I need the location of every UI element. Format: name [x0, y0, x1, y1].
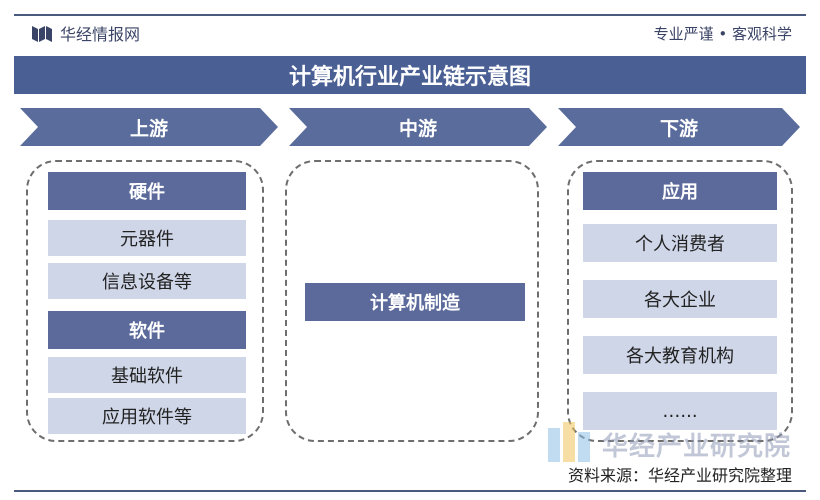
source-note: 资料来源：华经产业研究院整理: [567, 466, 792, 485]
header-bar: 华经情报网 专业严谨 • 客观科学: [14, 14, 806, 50]
hardware-item-components: 元器件: [48, 220, 246, 256]
brand-logo-icon: [32, 26, 52, 42]
downstream-item-enterprises: 各大企业: [583, 280, 777, 318]
downstream-panel: [567, 160, 793, 442]
midstream-panel: [285, 160, 539, 442]
brand-name: 华经情报网: [60, 25, 141, 44]
bottom-divider: [14, 490, 806, 492]
stage-upstream-label: 上游: [20, 108, 278, 146]
downstream-item-consumers: 个人消费者: [583, 224, 777, 262]
hardware-header: 硬件: [48, 172, 246, 210]
software-header: 软件: [48, 311, 246, 349]
slogan: 专业严谨 • 客观科学: [653, 24, 792, 43]
watermark: 华经产业研究院: [548, 422, 791, 466]
hardware-item-devices: 信息设备等: [48, 263, 246, 299]
downstream-item-education: 各大教育机构: [583, 336, 777, 374]
upstream-panel: [26, 160, 264, 442]
watermark-text: 华经产业研究院: [602, 431, 792, 462]
software-item-basic: 基础软件: [48, 357, 246, 393]
downstream-item-more: …...: [583, 392, 777, 430]
software-item-application: 应用软件等: [48, 398, 246, 434]
application-header: 应用: [583, 172, 777, 210]
brand: 华经情报网: [32, 21, 140, 45]
midstream-item-manufacturing: 计算机制造: [305, 283, 525, 321]
diagram-title: 计算机行业产业链示意图: [14, 56, 806, 94]
stage-midstream-label: 中游: [289, 108, 547, 146]
stage-downstream-label: 下游: [558, 108, 800, 146]
watermark-logo-icon: [548, 422, 590, 462]
